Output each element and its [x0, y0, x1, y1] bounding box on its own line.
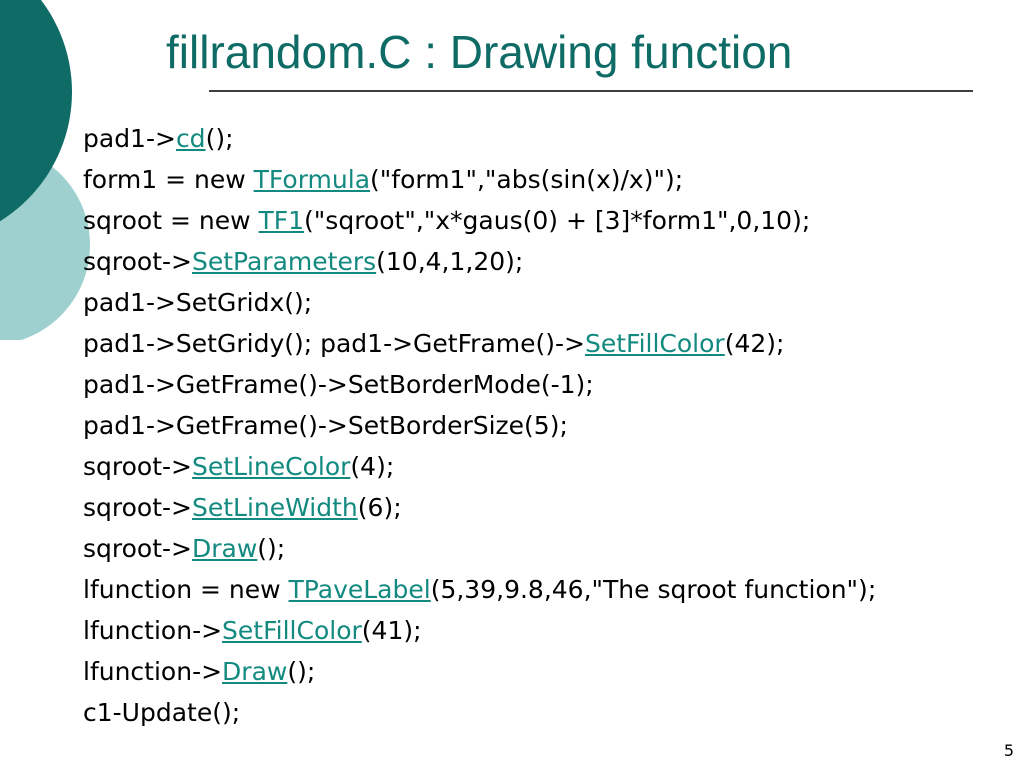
code-line: sqroot->SetLineWidth(6);: [83, 491, 883, 525]
code-line: lfunction->SetFillColor(41);: [83, 614, 883, 648]
code-line: lfunction = new TPaveLabel(5,39,9.8,46,"…: [83, 573, 883, 607]
api-link-tformula[interactable]: TFormula: [253, 165, 371, 194]
api-link-setparameters[interactable]: SetParameters: [191, 247, 377, 276]
code-line: pad1->GetFrame()->SetBorderSize(5);: [83, 409, 883, 443]
api-link-setfillcolor[interactable]: SetFillColor: [222, 616, 362, 645]
code-line: pad1->cd();: [83, 122, 883, 156]
api-link-cd[interactable]: cd: [175, 124, 206, 153]
code-text: ();: [257, 534, 286, 563]
code-text: (4);: [350, 452, 395, 481]
code-line: pad1->GetFrame()->SetBorderMode(-1);: [83, 368, 883, 402]
code-text: (42);: [724, 329, 785, 358]
code-line: pad1->SetGridy(); pad1->GetFrame()->SetF…: [83, 327, 883, 361]
api-link-setfillcolor[interactable]: SetFillColor: [584, 329, 725, 358]
code-text: pad1->: [83, 124, 176, 153]
code-text: lfunction = new: [83, 575, 289, 604]
code-listing: pad1->cd();form1 = new TFormula("form1",…: [83, 122, 883, 737]
code-text: lfunction->: [83, 657, 223, 686]
api-link-setlinecolor[interactable]: SetLineColor: [191, 452, 351, 481]
code-text: pad1->SetGridx();: [83, 288, 313, 317]
code-text: sqroot->: [83, 452, 192, 481]
slide-title: fillrandom.C : Drawing function: [166, 26, 793, 78]
api-link-draw[interactable]: Draw: [191, 534, 258, 563]
code-text: (10,4,1,20);: [376, 247, 524, 276]
api-link-tf1[interactable]: TF1: [258, 206, 305, 235]
title-divider: [209, 90, 973, 92]
code-text: sqroot = new: [83, 206, 259, 235]
api-link-tpavelabel[interactable]: TPaveLabel: [288, 575, 431, 604]
code-line: sqroot->Draw();: [83, 532, 883, 566]
page-number: 5: [1003, 741, 1014, 760]
api-link-setlinewidth[interactable]: SetLineWidth: [191, 493, 358, 522]
code-text: sqroot->: [83, 493, 192, 522]
dark-circle-shape: [0, 0, 72, 222]
code-text: ("sqroot","x*gaus(0) + [3]*form1",0,10);: [304, 206, 811, 235]
code-text: sqroot->: [83, 534, 192, 563]
code-text: lfunction->: [83, 616, 223, 645]
code-line: c1-Update();: [83, 696, 883, 730]
code-text: form1 = new: [83, 165, 254, 194]
code-text: (5,39,9.8,46,"The sqroot function");: [430, 575, 877, 604]
code-text: pad1->GetFrame()->SetBorderMode(-1);: [83, 370, 594, 399]
code-text: ("form1","abs(sin(x)/x)");: [370, 165, 684, 194]
code-text: pad1->GetFrame()->SetBorderSize(5);: [83, 411, 568, 440]
code-line: lfunction->Draw();: [83, 655, 883, 689]
code-line: pad1->SetGridx();: [83, 286, 883, 320]
decorative-circles: [0, 0, 90, 340]
code-line: form1 = new TFormula("form1","abs(sin(x)…: [83, 163, 883, 197]
code-text: (41);: [361, 616, 422, 645]
code-text: pad1->SetGridy(); pad1->GetFrame()->: [83, 329, 585, 358]
code-text: ();: [287, 657, 316, 686]
code-line: sqroot->SetLineColor(4);: [83, 450, 883, 484]
code-text: c1-Update();: [83, 698, 241, 727]
code-line: sqroot = new TF1("sqroot","x*gaus(0) + […: [83, 204, 883, 238]
api-link-draw[interactable]: Draw: [222, 657, 288, 686]
code-text: ();: [205, 124, 234, 153]
code-line: sqroot->SetParameters(10,4,1,20);: [83, 245, 883, 279]
code-text: sqroot->: [83, 247, 192, 276]
code-text: (6);: [357, 493, 402, 522]
